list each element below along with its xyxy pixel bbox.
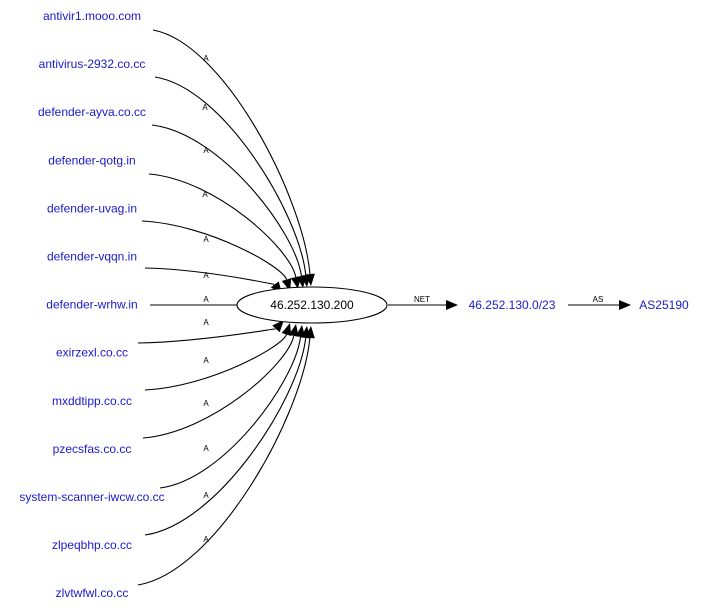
a-edge [159, 336, 302, 489]
net-node-label[interactable]: 46.252.130.0/23 [469, 298, 556, 312]
net-edge-label: NET [414, 295, 430, 304]
net-edge-arrowhead [446, 300, 458, 310]
domain-node-label[interactable]: defender-wrhw.in [46, 298, 137, 312]
a-edge [142, 335, 295, 439]
a-edge-label: A [203, 444, 209, 453]
a-edge [137, 328, 277, 344]
a-edge-arrowhead [281, 323, 292, 336]
a-edge [137, 337, 311, 586]
a-edge [152, 29, 311, 275]
domain-node-label[interactable]: antivirus-2932.co.cc [39, 57, 146, 71]
ip-node-label[interactable]: 46.252.130.200 [270, 298, 354, 312]
domain-node-label[interactable]: defender-vqqn.in [47, 250, 137, 264]
as-edge-label: AS [593, 295, 604, 304]
a-edge-label: A [203, 491, 209, 500]
as-edge-arrowhead [619, 300, 631, 310]
a-edge-arrowhead [304, 326, 315, 339]
a-edge-label: A [203, 295, 209, 304]
a-edge-label: A [203, 235, 209, 244]
a-edge [144, 337, 307, 536]
a-edge-label: A [203, 356, 209, 365]
a-edge-label: A [203, 318, 209, 327]
a-edge-label: A [203, 146, 209, 155]
a-edge-arrowhead [272, 320, 284, 333]
a-edge [151, 124, 302, 277]
a-edge [144, 334, 287, 391]
a-edge-label: A [203, 399, 209, 408]
domain-node-label[interactable]: pzecsfas.co.cc [53, 442, 132, 456]
a-edge-arrowhead [290, 276, 301, 289]
a-edge-label: A [203, 54, 209, 63]
domain-node-label[interactable]: defender-ayva.co.cc [38, 105, 146, 119]
domain-node-label[interactable]: antivir1.mooo.com [43, 9, 141, 23]
domain-node-label[interactable]: mxddtipp.co.cc [52, 394, 132, 408]
a-edge-label: A [202, 103, 208, 112]
a-edge [154, 76, 307, 276]
a-edge-label: A [203, 535, 209, 544]
edges-layer [137, 29, 631, 586]
domain-node-label[interactable]: zlvtwfwl.co.cc [56, 586, 129, 600]
domain-node-label[interactable]: defender-uvag.in [47, 201, 137, 215]
domain-node-label[interactable]: defender-qotg.in [48, 153, 135, 167]
domain-node-label[interactable]: system-scanner-iwcw.co.cc [19, 490, 164, 504]
ip-node-ellipse[interactable] [236, 286, 388, 324]
a-edge [148, 173, 297, 278]
domain-node-label[interactable]: zlpeqbhp.co.cc [52, 538, 132, 552]
a-edge-label: A [202, 190, 208, 199]
a-edge-arrowhead [288, 324, 299, 337]
a-edge [141, 220, 288, 280]
a-edge [144, 267, 276, 285]
nodes-layer: 46.252.130.200 46.252.130.0/23 AS25190 N… [19, 9, 689, 600]
domain-node-label[interactable]: exirzexl.co.cc [56, 346, 128, 360]
a-edge-label: A [203, 271, 209, 280]
asn-node-label[interactable]: AS25190 [639, 298, 689, 312]
